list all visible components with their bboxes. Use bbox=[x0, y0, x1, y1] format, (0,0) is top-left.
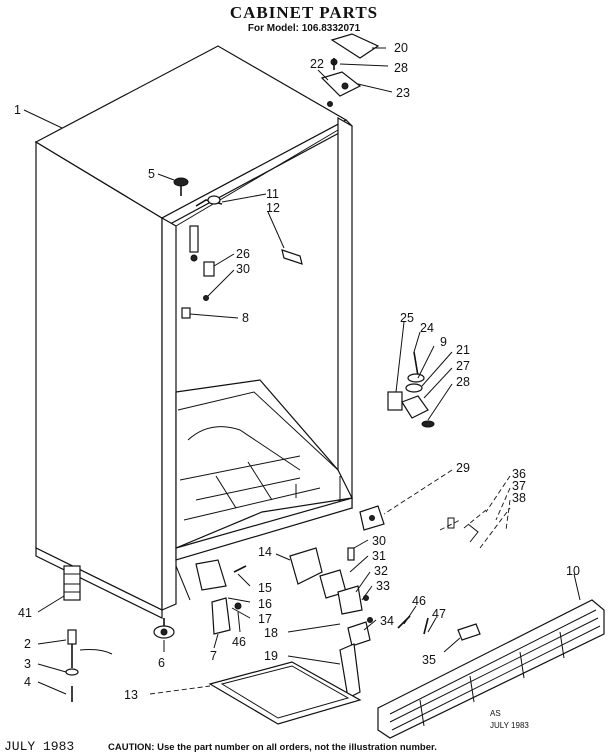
callout-23: 23 bbox=[396, 86, 410, 100]
callout-30-upper: 30 bbox=[236, 262, 250, 276]
stamp-line-2: JULY 1983 bbox=[490, 721, 529, 730]
callout-13: 13 bbox=[124, 688, 138, 702]
callout-10: 10 bbox=[566, 564, 580, 578]
callout-2: 2 bbox=[24, 637, 31, 651]
callout-41: 41 bbox=[18, 606, 32, 620]
callout-1: 1 bbox=[14, 103, 21, 117]
roller-6 bbox=[153, 618, 175, 639]
callout-30-lower: 30 bbox=[372, 534, 386, 548]
callout-28-mid: 28 bbox=[456, 375, 470, 389]
callout-4: 4 bbox=[24, 675, 31, 689]
stamp-line-1: AS bbox=[490, 709, 501, 718]
callout-38: 38 bbox=[512, 491, 526, 505]
callout-12: 12 bbox=[266, 201, 280, 215]
callout-46-left: 46 bbox=[232, 635, 246, 649]
callout-20: 20 bbox=[394, 41, 408, 55]
leader-lines bbox=[23, 47, 581, 695]
callout-33: 33 bbox=[376, 579, 390, 593]
part-number-labels: 1 20 28 22 23 5 11 12 26 30 8 25 24 9 21… bbox=[14, 41, 580, 702]
callout-46-right: 46 bbox=[412, 594, 426, 608]
callout-32: 32 bbox=[374, 564, 388, 578]
callout-21: 21 bbox=[456, 343, 470, 357]
caution-note: CAUTION: Use the part number on all orde… bbox=[108, 742, 437, 753]
callout-27: 27 bbox=[456, 359, 470, 373]
left-leveler bbox=[63, 565, 113, 702]
callout-16: 16 bbox=[258, 597, 272, 611]
callout-19: 19 bbox=[264, 649, 278, 663]
callout-14: 14 bbox=[258, 545, 272, 559]
model-number: For Model: 106.8332071 bbox=[247, 23, 361, 34]
callout-22: 22 bbox=[310, 57, 324, 71]
lower-mechanism bbox=[195, 547, 481, 699]
page-title: CABINET PARTS bbox=[229, 3, 379, 22]
callout-29: 29 bbox=[456, 461, 470, 475]
callout-31: 31 bbox=[372, 549, 386, 563]
cabinet-body bbox=[34, 45, 353, 619]
callout-26: 26 bbox=[236, 247, 250, 261]
callout-8: 8 bbox=[242, 311, 249, 325]
callout-34: 34 bbox=[380, 614, 394, 628]
callout-17: 17 bbox=[258, 612, 272, 626]
callout-35: 35 bbox=[422, 653, 436, 667]
hinge-center-assembly bbox=[387, 351, 435, 428]
control-parts-upper bbox=[181, 195, 223, 319]
callout-47: 47 bbox=[432, 607, 446, 621]
callout-24: 24 bbox=[420, 321, 434, 335]
hinge-top-assembly bbox=[320, 33, 380, 107]
callout-37: 37 bbox=[512, 479, 526, 493]
bracket-29 bbox=[359, 505, 385, 531]
inset-detail bbox=[439, 507, 511, 549]
callout-7: 7 bbox=[210, 649, 217, 663]
callout-18: 18 bbox=[264, 626, 278, 640]
callout-5: 5 bbox=[148, 167, 155, 181]
screw-5 bbox=[173, 177, 189, 196]
callout-11: 11 bbox=[266, 187, 279, 201]
callout-3: 3 bbox=[24, 657, 31, 671]
drain-pan-13 bbox=[208, 661, 362, 725]
bracket-12 bbox=[281, 249, 303, 265]
callout-6: 6 bbox=[158, 656, 165, 670]
callout-25: 25 bbox=[400, 311, 414, 325]
callout-36: 36 bbox=[512, 467, 526, 481]
footer-date: JULY 1983 bbox=[4, 739, 75, 754]
callout-15: 15 bbox=[258, 581, 272, 595]
callout-28-top: 28 bbox=[394, 61, 408, 75]
base-grille-10 bbox=[377, 599, 605, 739]
callout-9: 9 bbox=[440, 335, 447, 349]
